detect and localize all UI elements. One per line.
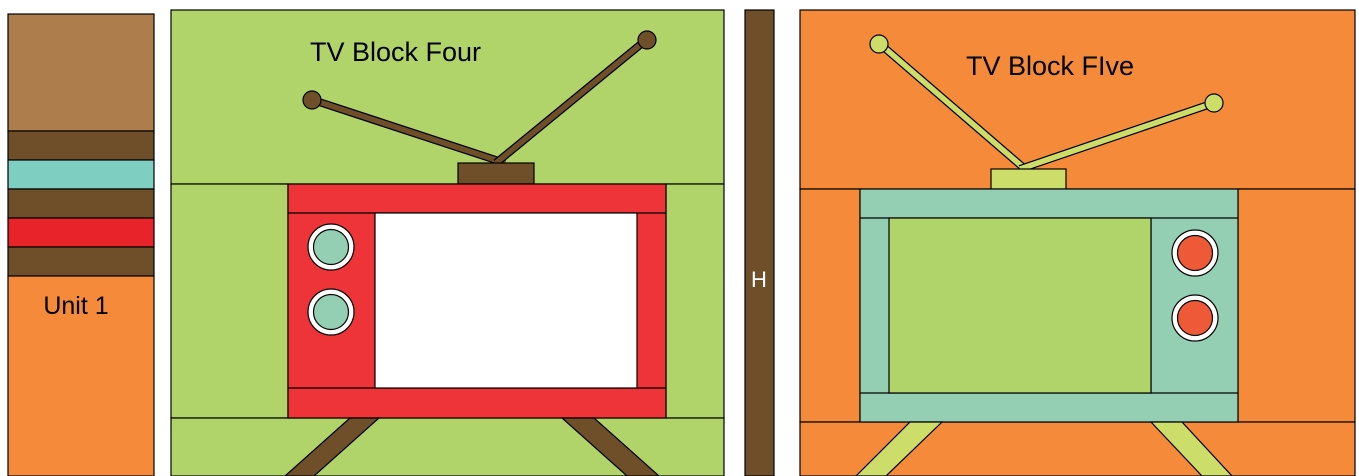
unit-1-brown-band-1	[7, 130, 155, 161]
block-four-leg-right	[560, 417, 660, 476]
block-five-knob-top	[1176, 234, 1214, 272]
block-five-antenna-left-fill	[878, 41, 1027, 172]
block-five-antenna-tip-right	[1204, 93, 1224, 113]
block-five-knob-bottom	[1176, 299, 1214, 337]
block-five-left-side	[799, 188, 861, 423]
block-five-antenna-base	[990, 168, 1067, 190]
block-four-antenna-base	[457, 162, 535, 185]
block-five-title: TV Block FIve	[966, 51, 1134, 81]
block-four-knob-top	[312, 228, 350, 266]
unit-1-strip: Unit 1	[7, 13, 155, 476]
block-four-top-background	[170, 9, 725, 185]
sashing-label: H	[751, 267, 767, 292]
unit-1-top-panel	[7, 13, 155, 132]
block-five-antenna-tip-left	[869, 34, 889, 54]
sashing-strip	[744, 9, 775, 476]
unit-1-red-band	[7, 217, 155, 248]
unit-1-label: Unit 1	[43, 292, 108, 320]
block-five-antenna-right-fill	[1019, 100, 1215, 172]
tv-block-four: TV Block Four	[170, 9, 725, 476]
block-four-antenna-tip-left	[302, 90, 322, 110]
block-four-left-side	[170, 183, 289, 419]
block-five-top-background	[799, 9, 1356, 190]
block-four-knob-bottom	[312, 293, 350, 331]
unit-1-brown-band-3	[7, 246, 155, 277]
block-five-screen	[888, 217, 1152, 394]
block-four-antenna-tip-right	[637, 30, 657, 50]
unit-1-bottom-panel	[7, 275, 155, 476]
unit-1-brown-band-2	[7, 188, 155, 219]
block-four-title: TV Block Four	[310, 37, 481, 67]
tv-block-five: TV Block FIve	[799, 9, 1356, 476]
block-five-right-side	[1237, 188, 1356, 423]
block-four-leg-left	[284, 417, 381, 476]
block-four-antenna-right-fill	[494, 37, 648, 166]
block-five-leg-left	[855, 421, 944, 476]
block-four-right-side	[665, 183, 725, 419]
sashing-strip-h: H	[744, 9, 775, 476]
block-four-antenna-left-fill	[312, 97, 506, 166]
block-four-screen	[374, 212, 638, 389]
unit-1-teal-band	[7, 159, 155, 190]
block-five-leg-right	[1149, 421, 1233, 476]
